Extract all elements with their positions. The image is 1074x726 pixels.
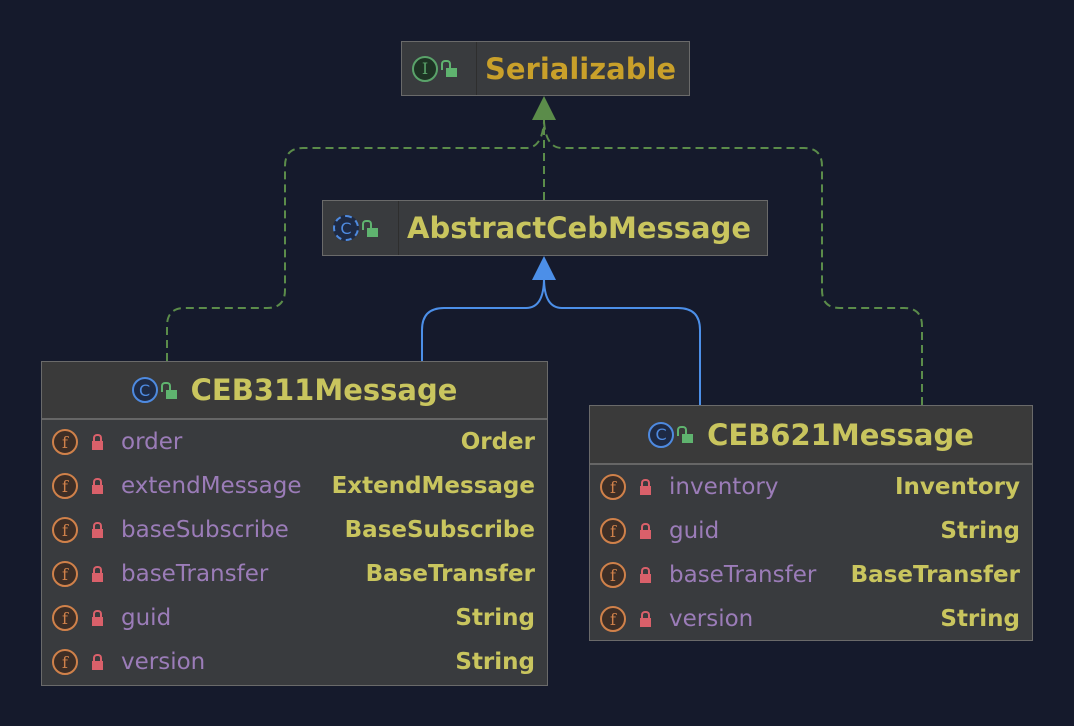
private-lock-icon — [92, 565, 103, 582]
field-icon: f — [600, 518, 626, 544]
node-title: CEB621Message — [707, 417, 974, 452]
inheritance-ceb621 — [543, 277, 701, 405]
private-lock-icon — [92, 521, 103, 538]
field-icon: f — [52, 473, 78, 499]
field-name: version — [669, 606, 754, 632]
public-unlock-icon — [160, 381, 177, 399]
public-unlock-icon — [441, 60, 457, 77]
field-row[interactable]: f guid String — [590, 509, 1032, 553]
field-row[interactable]: f baseSubscribe BaseSubscribe — [42, 508, 547, 552]
field-icon: f — [600, 606, 626, 632]
field-name: baseSubscribe — [121, 517, 289, 543]
private-lock-icon — [92, 433, 103, 450]
field-row[interactable]: f version String — [42, 640, 547, 684]
field-name: inventory — [669, 474, 779, 500]
field-type: Order — [460, 429, 535, 455]
field-row[interactable]: f extendMessage ExtendMessage — [42, 464, 547, 508]
node-abstract-ceb-message[interactable]: C AbstractCebMessage — [322, 200, 768, 256]
field-icon: f — [52, 605, 78, 631]
private-lock-icon — [640, 478, 651, 495]
field-name: guid — [121, 605, 172, 631]
public-unlock-icon — [362, 219, 378, 237]
field-name: baseTransfer — [669, 562, 817, 588]
field-icon: f — [600, 562, 626, 588]
realization-arrowhead — [532, 96, 556, 120]
field-row[interactable]: f baseTransfer BaseTransfer — [42, 552, 547, 596]
field-name: version — [121, 649, 206, 675]
private-lock-icon — [92, 477, 103, 494]
field-row[interactable]: f inventory Inventory — [590, 465, 1032, 509]
inheritance-ceb311 — [421, 277, 545, 361]
field-name: baseTransfer — [121, 561, 269, 587]
node-title: AbstractCebMessage — [407, 211, 752, 245]
field-icon: f — [600, 474, 626, 500]
realization-ceb311 — [166, 121, 545, 361]
inheritance-arrowhead — [532, 256, 556, 280]
private-lock-icon — [92, 609, 103, 626]
field-type: String — [940, 518, 1020, 544]
realization-ceb621 — [543, 121, 923, 405]
interface-icon: I — [412, 55, 438, 82]
node-ceb311-message[interactable]: C CEB311Message f order Order f extendMessag… — [41, 361, 548, 686]
field-name: guid — [669, 518, 720, 544]
field-row[interactable]: f version String — [590, 597, 1032, 641]
field-type: BaseTransfer — [365, 561, 535, 587]
node-title: CEB311Message — [190, 373, 458, 407]
private-lock-icon — [92, 653, 103, 670]
private-lock-icon — [640, 522, 651, 539]
field-type: ExtendMessage — [331, 473, 535, 499]
node-title: Serializable — [485, 51, 677, 86]
private-lock-icon — [640, 610, 651, 627]
private-lock-icon — [640, 566, 651, 583]
field-icon: f — [52, 649, 78, 675]
node-serializable[interactable]: I Serializable — [401, 41, 690, 96]
class-icon: C — [648, 421, 675, 448]
field-icon: f — [52, 561, 78, 587]
field-type: BaseTransfer — [850, 562, 1020, 588]
field-type: BaseSubscribe — [344, 517, 535, 543]
field-row[interactable]: f order Order — [42, 420, 547, 464]
abstract-class-icon: C — [333, 215, 359, 241]
field-type: String — [455, 649, 535, 675]
field-icon: f — [52, 517, 78, 543]
class-icon: C — [131, 377, 158, 403]
field-row[interactable]: f guid String — [42, 596, 547, 640]
field-icon: f — [52, 429, 78, 455]
node-ceb621-message[interactable]: C CEB621Message f inventory Inventory f guid… — [589, 405, 1033, 641]
field-type: String — [940, 606, 1020, 632]
public-unlock-icon — [677, 426, 694, 443]
field-name: order — [121, 429, 183, 455]
field-type: Inventory — [894, 474, 1020, 500]
field-name: extendMessage — [121, 473, 302, 499]
field-type: String — [455, 605, 535, 631]
field-row[interactable]: f baseTransfer BaseTransfer — [590, 553, 1032, 597]
